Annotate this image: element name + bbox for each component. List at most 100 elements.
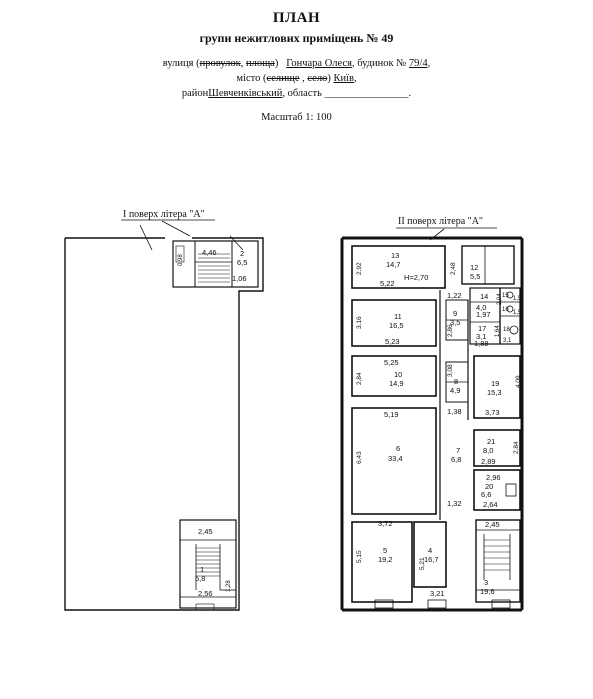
room-number: 18 [503, 327, 510, 333]
room-number: 12 [470, 263, 478, 272]
dimension-label: 3,16 [356, 316, 363, 329]
dimension-label: 2,64 [483, 500, 498, 509]
room-area: 5,8 [195, 574, 205, 583]
dimension-label: 2,84 [356, 372, 363, 385]
floor2-label: II поверх літера "А" [398, 216, 484, 227]
dimension-label: 5,22 [380, 279, 395, 288]
room-area: 14,9 [389, 379, 404, 388]
room-area: 3,1 [476, 332, 486, 341]
room-area: 3,5 [450, 318, 460, 327]
room-number: 17 [478, 324, 486, 333]
dimension-label: 1,88 [474, 339, 489, 348]
dimension-label: 2,48 [450, 262, 457, 275]
floor1-plan [64, 224, 264, 611]
struck-option: село [307, 73, 328, 84]
dimension-label: 5,15 [356, 550, 363, 563]
room-number: 21 [487, 437, 495, 446]
room-number: 6 [396, 444, 400, 453]
room-area: 1,5 [513, 310, 522, 316]
dimension-label: 4,46 [202, 248, 217, 257]
room-number: 10 [394, 370, 402, 379]
dimension-label: 2,92 [356, 262, 363, 275]
floor1-labels: 2 6,5 4,46 0,98 1,06 2,45 1 5,8 2,56 1,2… [178, 248, 247, 598]
room-area: 19,2 [378, 555, 393, 564]
dimension-label: 5,23 [385, 337, 400, 346]
room-area: 6,6 [481, 490, 491, 499]
dimension-label: 1,06 [232, 274, 247, 283]
room-number: 13 [391, 251, 399, 260]
room-area: 15,3 [487, 388, 502, 397]
address-district-line: районШевченківський, область ___________… [181, 88, 412, 99]
dimension-label: 5,21 [419, 557, 426, 570]
dimension-label: 2,96 [486, 473, 501, 482]
room-number: 5 [383, 546, 387, 555]
struck-option: провулок [199, 58, 241, 69]
address-city-line: місто (селище , село) Київ, [236, 73, 357, 84]
dimension-label: 1,38 [447, 407, 462, 416]
room-number: 15 [502, 293, 509, 299]
room-number: 19 [491, 379, 499, 388]
room-number: 7 [456, 446, 460, 455]
room-area: 6,5 [237, 258, 247, 267]
struck-option: селище [266, 73, 300, 84]
dimension-label: 2,56 [198, 589, 213, 598]
room-number: 2 [240, 249, 244, 258]
dimension-label: 1,22 [447, 291, 462, 300]
floor2-labels: 13 14,7 12 5,5 11 16,5 14 4,0 15 1,5 16 … [356, 251, 522, 598]
plan-title: ПЛАН [272, 10, 321, 26]
dimension-label: 1,97 [476, 310, 491, 319]
dimension-label: 2,86 [447, 324, 454, 337]
dimension-label: 6,43 [356, 451, 363, 464]
room-area: 6,8 [451, 455, 461, 464]
dimension-label: 4,09 [515, 375, 522, 388]
street-close: ) [274, 58, 279, 69]
room-number: 14 [480, 292, 488, 301]
floor2-plan [340, 236, 524, 612]
dimension-label: 2,84 [513, 441, 520, 454]
address-street-line: вулиця (провулок, площа) Гончара Олеся, … [162, 58, 431, 69]
room-area: 19,6 [480, 587, 495, 596]
city-prefix: місто ( [236, 73, 267, 84]
dimension-label: 5,25 [384, 358, 399, 367]
room-area: 16,7 [424, 555, 439, 564]
dimension-label: 5,19 [384, 410, 399, 419]
struck-option: площа [245, 58, 275, 69]
dimension-label: 2,04 [497, 293, 503, 305]
room-number: 8 [454, 377, 458, 386]
room-number: 11 [394, 312, 402, 321]
district-name: Шевченківський [208, 88, 283, 99]
city-close: ) [327, 73, 331, 84]
building-number: 79/4 [408, 58, 428, 69]
room-area: 4,0 [476, 303, 486, 312]
room-number: 16 [502, 307, 509, 313]
dimension-label: 3,08 [447, 364, 454, 377]
room-area: 16,5 [389, 321, 404, 330]
room-number: 20 [485, 482, 493, 491]
room-number: 4 [428, 546, 432, 555]
room-area: 1,5 [513, 296, 522, 302]
region-blank: ________________ [324, 88, 409, 99]
region-label: , область [282, 88, 322, 99]
dimension-label: 3,73 [485, 408, 500, 417]
room-area: 4,9 [450, 386, 460, 395]
street-name: Гончара Олеся [286, 58, 352, 69]
room-number: 9 [453, 309, 457, 318]
street-prefix: вулиця ( [162, 58, 200, 69]
floor1-label: I поверх літера "А" [123, 209, 205, 220]
room-area: 33,4 [388, 454, 403, 463]
plan-subtitle: групи нежитлових приміщень № 49 [199, 31, 394, 45]
separator: , [299, 73, 308, 84]
dimension-label: 1,28 [226, 580, 232, 592]
plan-scale: Масштаб 1: 100 [261, 112, 332, 123]
dimension-label: 1,32 [447, 499, 462, 508]
dimension-label: H=2,70 [404, 273, 428, 282]
building-label: , будинок № [351, 58, 407, 69]
separator: , [240, 58, 246, 69]
dimension-label: 0,98 [178, 254, 184, 266]
dimension-label: 3,21 [430, 589, 445, 598]
room-area: 5,5 [470, 272, 480, 281]
room-area: 3,1 [503, 338, 512, 344]
dimension-label: 2,45 [198, 527, 213, 536]
dimension-label: 2,89 [481, 457, 496, 466]
